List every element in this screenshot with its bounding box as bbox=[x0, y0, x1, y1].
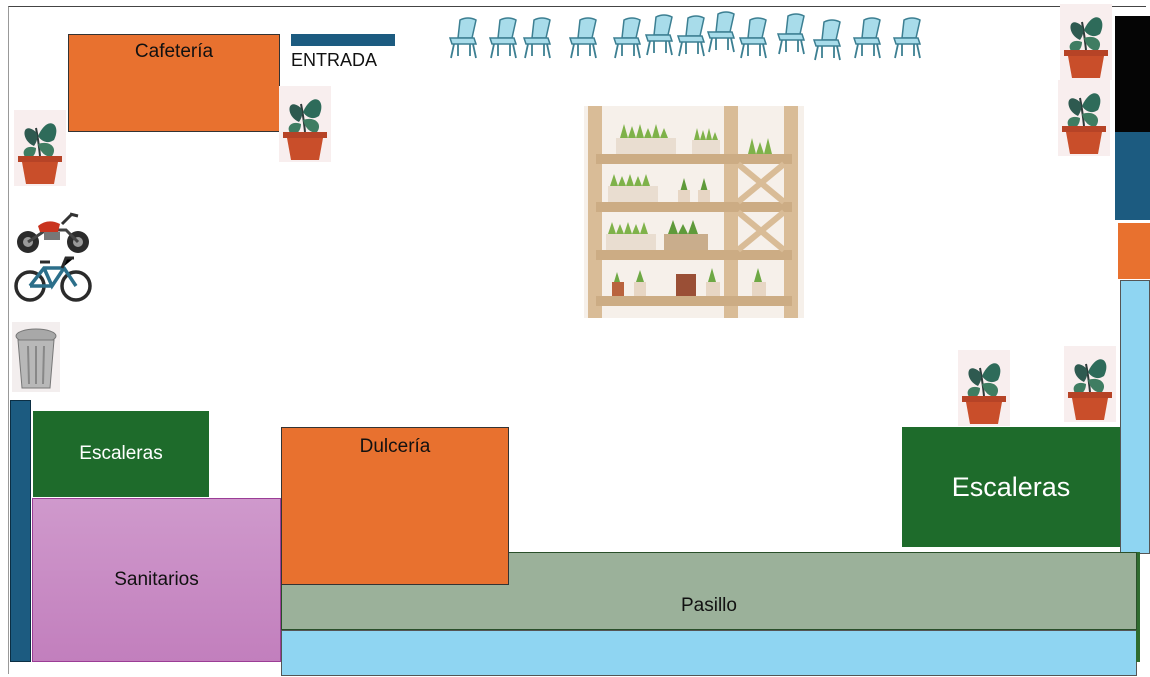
chair-icon bbox=[486, 16, 522, 60]
chair-icon bbox=[850, 16, 886, 60]
entrance-label: ENTRADA bbox=[291, 50, 378, 70]
potted-plant-icon bbox=[1058, 80, 1110, 156]
candy-shop-label: Dulcería bbox=[359, 436, 431, 457]
right-wall-black bbox=[1115, 16, 1150, 132]
stairs-right-label: Escaleras bbox=[951, 471, 1071, 502]
chair-icon bbox=[566, 16, 602, 60]
potted-plant-icon bbox=[1064, 346, 1116, 422]
restrooms-area: Sanitarios bbox=[32, 498, 281, 662]
potted-plant-icon bbox=[279, 86, 331, 162]
stairs-left: Escaleras bbox=[33, 411, 209, 497]
potted-plant-icon bbox=[14, 110, 66, 186]
chair-icon bbox=[810, 18, 846, 62]
candy-shop-area: Dulcería bbox=[281, 427, 509, 585]
chair-icon bbox=[736, 16, 772, 60]
chair-icon bbox=[890, 16, 926, 60]
potted-plant-icon bbox=[958, 350, 1010, 426]
right-wall-navy bbox=[1115, 132, 1150, 220]
plant-shelf-icon bbox=[584, 106, 804, 318]
chair-icon bbox=[704, 10, 740, 54]
chair-icon bbox=[642, 13, 678, 57]
bicycle-icon bbox=[12, 252, 94, 304]
right-wall-orange bbox=[1118, 223, 1150, 279]
entrance-bar bbox=[291, 34, 395, 46]
hallway-label: Pasillo bbox=[681, 595, 737, 616]
stairs-right: Escaleras bbox=[902, 427, 1120, 547]
right-green-edge bbox=[1136, 552, 1140, 662]
chair-icon bbox=[610, 16, 646, 60]
motorcycle-icon bbox=[12, 208, 92, 256]
cafeteria-label: Cafetería bbox=[134, 41, 214, 62]
trash-can-icon bbox=[12, 322, 60, 392]
restrooms-label: Sanitarios bbox=[114, 569, 199, 590]
potted-plant-icon bbox=[1060, 4, 1112, 80]
left-wall-blue bbox=[10, 400, 31, 662]
cafeteria-area: Cafetería bbox=[68, 34, 280, 132]
chair-icon bbox=[774, 12, 810, 56]
floor-plan-border bbox=[8, 6, 1146, 674]
right-wall-light-blue bbox=[1120, 280, 1150, 554]
bottom-blue-strip bbox=[281, 630, 1137, 676]
chair-icon bbox=[520, 16, 556, 60]
stairs-left-label: Escaleras bbox=[79, 443, 163, 464]
chair-icon bbox=[446, 16, 482, 60]
